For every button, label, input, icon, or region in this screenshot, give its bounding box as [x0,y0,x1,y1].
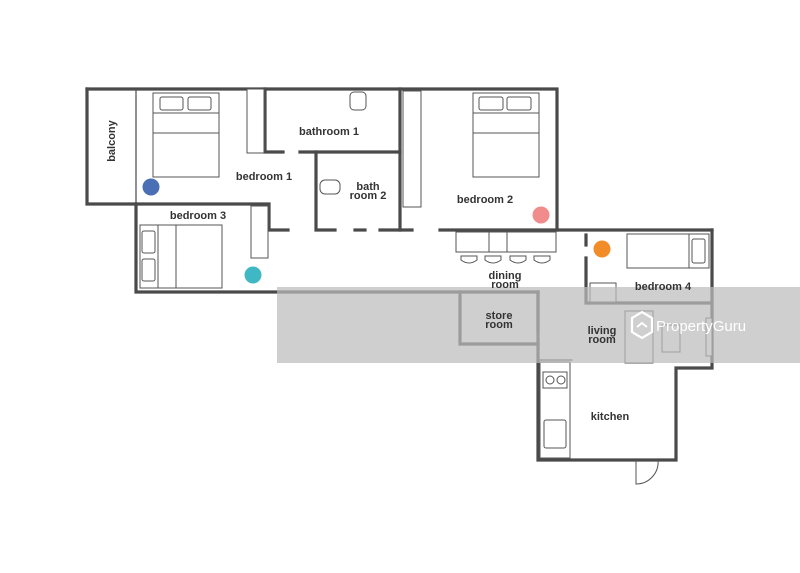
wardrobe-bedroom3 [250,205,269,259]
toilet-bathroom2 [319,179,341,195]
propertyguru-logo-icon [630,310,654,340]
label-bathroom1: bathroom 1 [299,126,359,138]
wardrobe-bedroom2 [402,90,422,208]
sink [543,419,567,449]
label-bathroom2-line1: bath [356,181,380,193]
label-bathroom2-line2: room 2 [350,190,387,202]
label-balcony: balcony [106,119,118,161]
entrance-door [635,459,659,485]
marker-bedroom3 [244,266,262,284]
marker-bedroom1 [142,178,160,196]
label-living-line2: room [588,334,616,346]
watermark-text: PropertyGuru [656,318,746,335]
furniture [139,88,713,485]
room-labels: balcony bedroom 1 bathroom 1 bath room 2… [106,119,692,423]
label-dining-line2: room [491,279,519,291]
label-kitchen: kitchen [591,411,630,423]
label-bedroom1: bedroom 1 [236,171,292,183]
marker-bedroom2 [532,206,550,224]
toilet-bathroom1 [349,91,367,111]
marker-bedroom4 [593,240,611,258]
watermark: PropertyGuru [277,287,800,363]
watermark-band [277,287,800,363]
walls [85,87,714,462]
wardrobe-bedroom1 [246,88,265,154]
label-bedroom3: bedroom 3 [170,210,226,222]
label-bedroom2: bedroom 2 [457,194,513,206]
label-store-line1: store [486,310,513,322]
dining-table [455,231,557,253]
stove [542,371,568,389]
label-bedroom4: bedroom 4 [635,281,692,293]
label-dining-line1: dining [489,270,522,282]
label-living-line1: living [588,325,617,337]
label-store-line2: room [485,319,513,331]
room-markers [142,178,611,284]
